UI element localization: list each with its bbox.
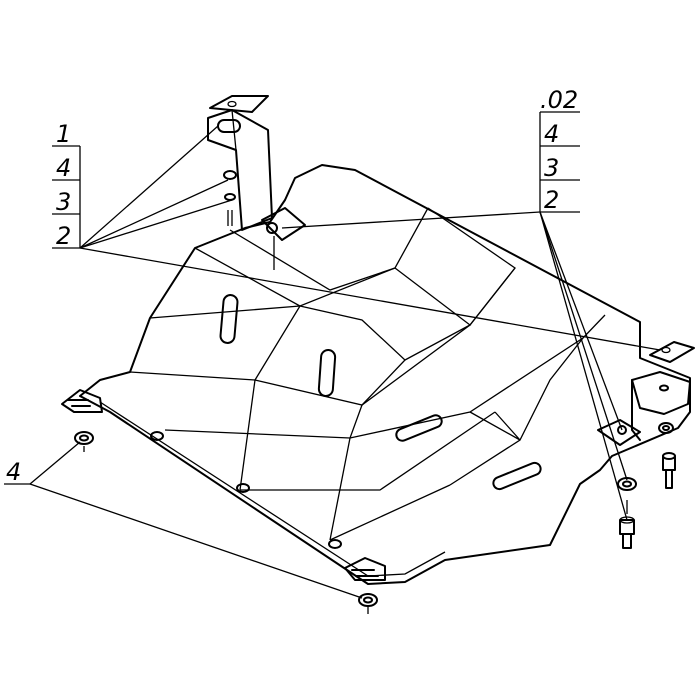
callouts-left: 1 4 3 2	[56, 120, 71, 250]
callout-bottom-left: 4	[6, 458, 21, 486]
washer-left	[74, 431, 94, 452]
washer-bottom	[358, 593, 378, 614]
callout-label: 2	[56, 222, 71, 250]
leader-lines	[4, 111, 661, 599]
callouts-right: .02 4 3 2	[540, 86, 578, 214]
rear-left-bracket	[207, 95, 306, 270]
front-right-tab	[344, 557, 386, 581]
callout-label: 4	[6, 458, 21, 486]
front-left-tab	[61, 389, 103, 413]
callout-label: 2	[544, 186, 559, 214]
callout-label: 3	[544, 154, 559, 182]
callout-label: 1	[56, 120, 71, 148]
skid-plate	[79, 164, 691, 585]
callout-label: .02	[540, 86, 578, 114]
callout-label: 4	[544, 120, 559, 148]
callout-label: 3	[56, 188, 71, 216]
bolt-right-1	[619, 500, 635, 549]
bolt-right-2	[662, 452, 676, 489]
rear-right-bracket	[597, 341, 695, 446]
callout-label: 4	[56, 154, 71, 182]
